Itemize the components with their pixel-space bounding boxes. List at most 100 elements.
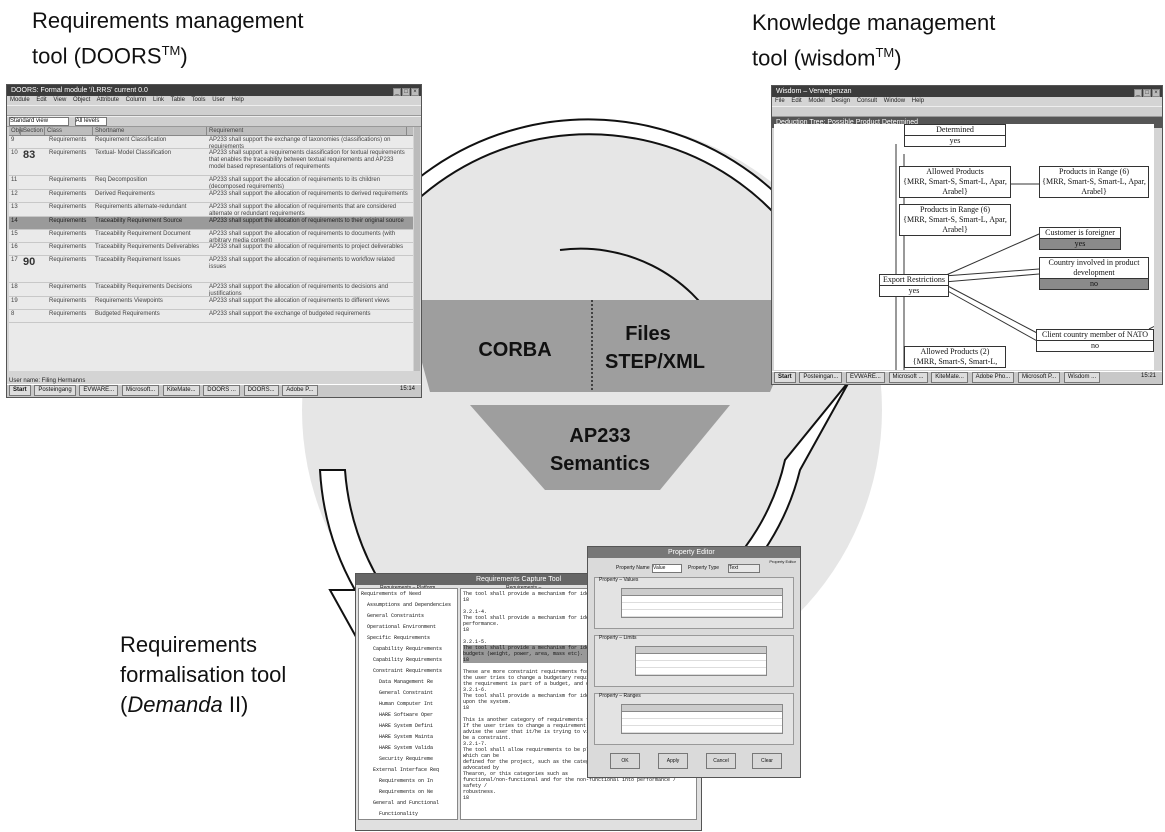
taskbar-item[interactable]: Adobe P... — [282, 385, 318, 396]
ok-button[interactable]: OK — [610, 753, 640, 769]
taskbar-item[interactable]: Wisdom ... — [1063, 372, 1101, 383]
menu-object[interactable]: Object — [72, 97, 91, 103]
menu-file[interactable]: File — [775, 98, 785, 104]
col-header[interactable]: Requirement — [207, 127, 407, 135]
ranges-grid[interactable] — [621, 704, 783, 734]
tree-item[interactable]: Security Requireme — [379, 756, 434, 762]
menu-module[interactable]: Module — [10, 97, 30, 103]
menu-user[interactable]: User — [212, 97, 225, 103]
menu-model[interactable]: Model — [808, 98, 825, 104]
cancel-button[interactable]: Cancel — [706, 753, 736, 769]
limits-grid[interactable] — [635, 646, 767, 676]
start-button[interactable]: Start — [774, 372, 796, 383]
taskbar-item[interactable]: DOORS ... — [203, 385, 240, 396]
tree-item[interactable]: HARE System Mainta — [379, 734, 434, 740]
tree-item[interactable]: General Constraints — [367, 613, 425, 619]
apply-button[interactable]: Apply — [658, 753, 688, 769]
tree-item[interactable]: Requirements on Ne — [379, 789, 434, 795]
tree-item[interactable]: HARE System Valida — [379, 745, 434, 751]
col-header[interactable]: Section — [23, 127, 45, 135]
close-icon[interactable]: × — [411, 88, 419, 96]
menu-help[interactable]: Help — [231, 97, 244, 103]
minimize-icon[interactable]: _ — [1134, 89, 1142, 97]
tree-item[interactable]: Specific Requirements — [367, 635, 431, 641]
menu-link[interactable]: Link — [153, 97, 165, 103]
node-products-in-range[interactable]: Products in Range (6){MRR, Smart-S, Smar… — [899, 204, 1011, 236]
values-grid[interactable] — [621, 588, 783, 618]
start-button[interactable]: Start — [9, 385, 31, 396]
tree-item[interactable]: Capability Requirements — [373, 657, 443, 663]
menu-edit[interactable]: Edit — [36, 97, 47, 103]
node-allowed-products[interactable]: Allowed Products{MRR, Smart-S, Smart-L, … — [899, 166, 1011, 198]
tree-item[interactable]: Requirements on In — [379, 778, 434, 784]
menu-view[interactable]: View — [53, 97, 67, 103]
menu-tools[interactable]: Tools — [191, 97, 206, 103]
tree-item[interactable]: Operational Environment — [367, 624, 437, 630]
menu-help[interactable]: Help — [911, 98, 925, 104]
menu-table[interactable]: Table — [170, 97, 185, 103]
tree-item[interactable]: Constraint Requirements — [373, 668, 443, 674]
menu-edit[interactable]: Edit — [791, 98, 802, 104]
tree-item[interactable]: External Interface Req — [373, 767, 440, 773]
col-header[interactable]: Obje — [11, 127, 24, 135]
taskbar-item[interactable]: EVWARE... — [79, 385, 119, 396]
tree-item[interactable]: Capability Requirements — [373, 646, 443, 652]
tree-item[interactable]: Data Management Re — [379, 679, 434, 685]
taskbar-item[interactable]: EVWARE... — [846, 372, 885, 383]
tree-item[interactable]: HARE Software Oper — [379, 712, 434, 718]
tree-item[interactable]: General and Functional — [373, 800, 440, 806]
property-name-input[interactable]: Value — [652, 564, 682, 573]
view-select[interactable]: Standard view — [9, 117, 69, 126]
col-header[interactable]: Shortname — [93, 127, 207, 135]
clear-button[interactable]: Clear — [752, 753, 782, 769]
menu-column[interactable]: Column — [125, 97, 147, 103]
taskbar-item[interactable]: Posteingan... — [799, 372, 843, 383]
close-icon[interactable]: × — [1152, 89, 1160, 97]
tree-item[interactable]: General Constraint — [379, 690, 434, 696]
taskbar-item[interactable]: Microsoft ... — [888, 372, 928, 383]
taskbar-item[interactable]: KiteMate... — [931, 372, 968, 383]
maximize-icon[interactable]: □ — [1143, 89, 1151, 97]
menu-consult[interactable]: Consult — [856, 98, 878, 104]
scrollbar[interactable] — [414, 127, 420, 371]
menu-window[interactable]: Window — [883, 98, 906, 104]
taskbar-item[interactable]: Adobe Pho... — [971, 372, 1015, 383]
menu-design[interactable]: Design — [831, 98, 851, 104]
tree-item[interactable]: Requirements of Need — [361, 591, 422, 597]
taskbar-item[interactable]: Microsoft... — [121, 385, 160, 396]
maximize-icon[interactable]: □ — [402, 88, 410, 96]
node-products-in-range[interactable]: Products in Range (6){MRR, Smart-S, Smar… — [1039, 166, 1149, 198]
menu-attribute[interactable]: Attribute — [96, 97, 119, 103]
property-type-select[interactable]: Text — [728, 564, 760, 573]
node-allowed-products-2[interactable]: Allowed Products (2){MRR, Smart-S, Smart… — [904, 346, 1006, 368]
col-header[interactable]: Class — [45, 127, 93, 135]
taskbar-item[interactable]: DOORS... — [243, 385, 279, 396]
trademark: TM — [875, 45, 895, 60]
taskbar-item[interactable]: Microsoft P... — [1017, 372, 1061, 383]
tree-item[interactable]: Assumptions and Dependencies — [367, 602, 452, 608]
tree-item[interactable]: Functionality — [379, 811, 419, 817]
minimize-icon[interactable]: _ — [393, 88, 401, 96]
tree-item[interactable]: Human Computer Int — [379, 701, 434, 707]
taskbar-item[interactable]: KiteMate... — [162, 385, 200, 396]
taskbar-item[interactable]: Posteingang — [34, 385, 76, 396]
tree-item[interactable]: HARE System Defini — [379, 723, 434, 729]
levels-select[interactable]: All levels — [74, 117, 107, 126]
